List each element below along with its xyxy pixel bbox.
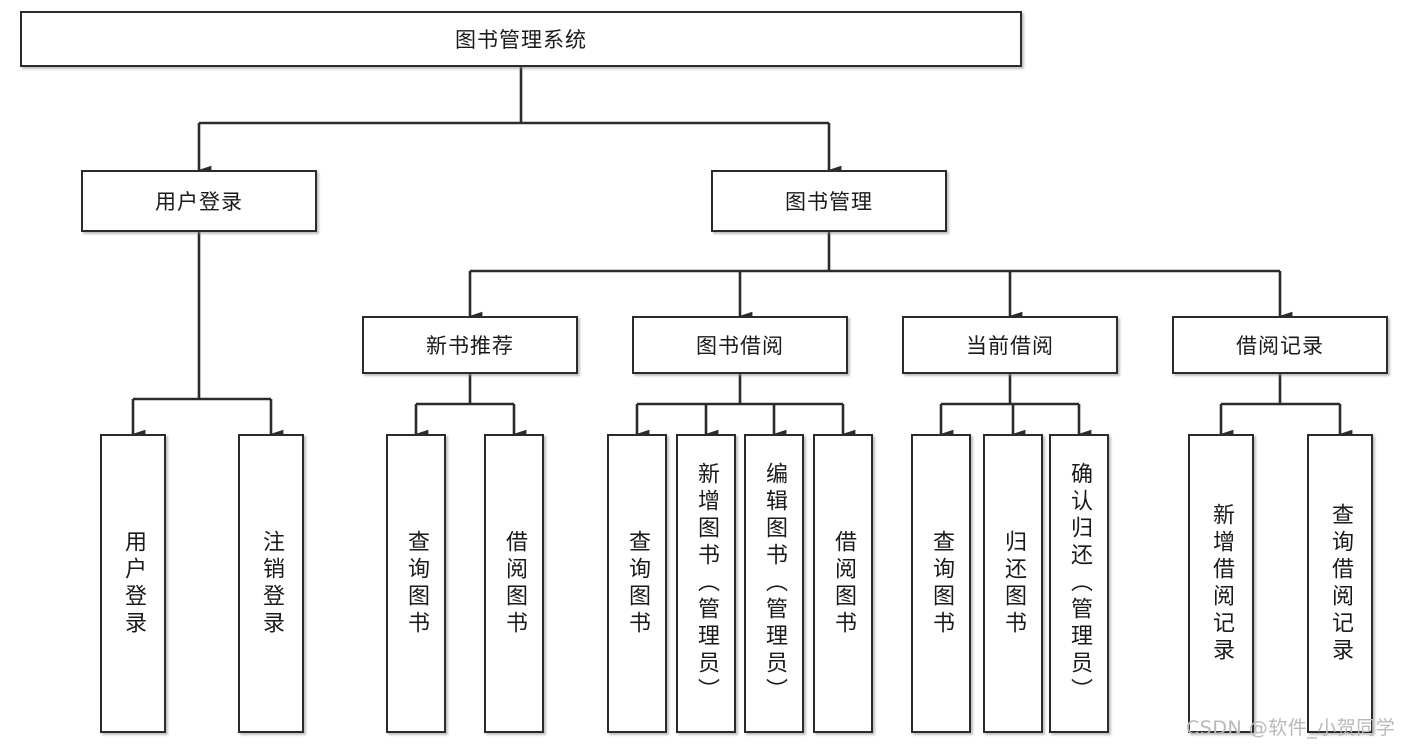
node-leaf-borrow-book-2[interactable]: 借阅图书 — [813, 434, 873, 733]
node-user-login[interactable]: 用户登录 — [81, 170, 317, 232]
node-leaf-borrow-book-1-label: 借阅图书 — [502, 529, 527, 638]
node-leaf-add-borrow-record[interactable]: 新增借阅记录 — [1188, 434, 1254, 733]
node-book-manage-label: 图书管理 — [785, 190, 873, 214]
node-leaf-edit-book-label: 编辑图书（管理员） — [762, 462, 787, 705]
node-leaf-query-book-2[interactable]: 查询图书 — [607, 434, 667, 733]
node-leaf-return-book-label: 归还图书 — [1001, 529, 1026, 638]
node-leaf-query-book-1-label: 查询图书 — [404, 529, 429, 638]
node-current-borrow-label: 当前借阅 — [966, 334, 1054, 358]
node-borrow-record-label: 借阅记录 — [1236, 334, 1324, 358]
node-leaf-query-book-2-label: 查询图书 — [625, 529, 650, 638]
node-leaf-query-book-3-label: 查询图书 — [929, 529, 954, 638]
node-book-manage[interactable]: 图书管理 — [711, 170, 947, 232]
node-leaf-confirm-return[interactable]: 确认归还（管理员） — [1049, 434, 1109, 733]
node-leaf-user-logout[interactable]: 注销登录 — [238, 434, 304, 733]
node-leaf-user-logout-label: 注销登录 — [259, 529, 284, 638]
node-leaf-add-book-label: 新增图书（管理员） — [694, 462, 719, 705]
node-leaf-query-book-3[interactable]: 查询图书 — [911, 434, 971, 733]
node-leaf-borrow-book-2-label: 借阅图书 — [831, 529, 856, 638]
node-borrow-record[interactable]: 借阅记录 — [1172, 316, 1388, 374]
node-new-book-recommend[interactable]: 新书推荐 — [362, 316, 578, 374]
node-leaf-add-borrow-record-label: 新增借阅记录 — [1209, 502, 1234, 665]
node-root[interactable]: 图书管理系统 — [20, 11, 1022, 67]
edge-group — [131, 67, 1353, 439]
node-leaf-return-book[interactable]: 归还图书 — [983, 434, 1043, 733]
node-new-book-recommend-label: 新书推荐 — [426, 334, 514, 358]
watermark-text: CSDN @软件_小贺同学 — [1186, 717, 1396, 739]
node-leaf-query-borrow-record[interactable]: 查询借阅记录 — [1307, 434, 1373, 733]
node-leaf-query-borrow-record-label: 查询借阅记录 — [1328, 502, 1353, 665]
node-current-borrow[interactable]: 当前借阅 — [902, 316, 1118, 374]
node-leaf-edit-book[interactable]: 编辑图书（管理员） — [744, 434, 804, 733]
node-root-label: 图书管理系统 — [455, 28, 587, 52]
node-book-borrow[interactable]: 图书借阅 — [632, 316, 848, 374]
node-book-borrow-label: 图书借阅 — [696, 334, 784, 358]
node-leaf-query-book-1[interactable]: 查询图书 — [386, 434, 446, 733]
node-leaf-confirm-return-label: 确认归还（管理员） — [1067, 462, 1092, 705]
node-leaf-borrow-book-1[interactable]: 借阅图书 — [484, 434, 544, 733]
node-leaf-user-login[interactable]: 用户登录 — [100, 434, 166, 733]
node-leaf-user-login-label: 用户登录 — [121, 529, 146, 638]
node-leaf-add-book[interactable]: 新增图书（管理员） — [676, 434, 736, 733]
node-user-login-label: 用户登录 — [155, 190, 243, 214]
